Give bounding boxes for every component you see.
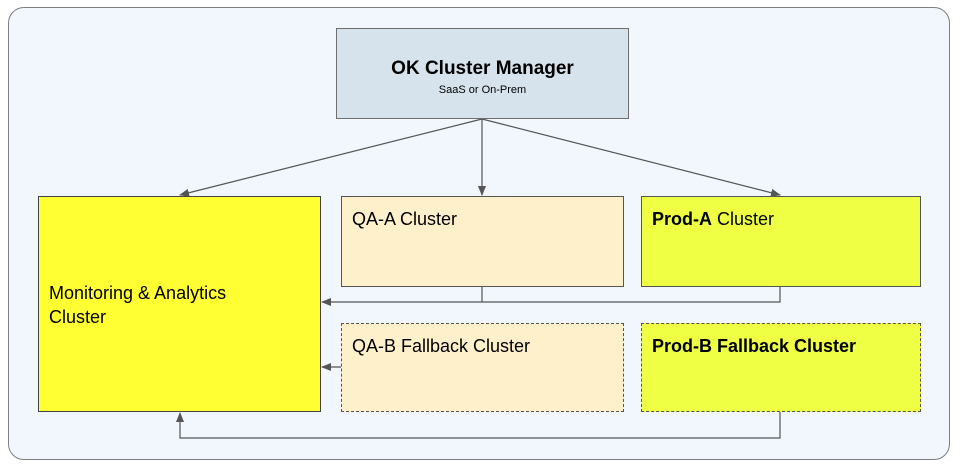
- edge-prod-b-to-monitoring: [176, 412, 781, 439]
- qa-b-fallback-cluster-label: QA-B Fallback Cluster: [352, 336, 531, 356]
- edge-qa-a-prod-a-to-monitoring: [321, 287, 781, 306]
- prod-a-cluster-box: Prod-A Cluster: [641, 196, 921, 287]
- cluster-manager-subtitle: SaaS or On-Prem: [438, 84, 527, 96]
- prod-a-label-rest: Cluster: [712, 209, 775, 229]
- cluster-manager-box: OK Cluster Manager SaaS or On-Prem: [336, 28, 629, 119]
- prod-b-fallback-cluster-label: Prod-B Fallback Cluster: [652, 336, 857, 356]
- prod-b-fallback-cluster-box: Prod-B Fallback Cluster: [641, 323, 921, 412]
- qa-a-cluster-label: QA-A Cluster: [352, 209, 458, 229]
- edge-manager-to-monitoring: [179, 118, 483, 197]
- monitoring-cluster-label: Monitoring & Analytics Cluster: [49, 281, 226, 329]
- cluster-manager-title: OK Cluster Manager: [391, 58, 574, 79]
- prod-a-label-bold: Prod-A: [652, 209, 712, 229]
- qa-a-cluster-box: QA-A Cluster: [341, 196, 624, 287]
- monitoring-label-line2: Cluster: [49, 307, 107, 327]
- monitoring-cluster-box: Monitoring & Analytics Cluster: [38, 196, 321, 412]
- monitoring-label-line1: Monitoring & Analytics: [49, 283, 227, 303]
- edge-manager-to-prod-a: [481, 118, 781, 197]
- prod-a-cluster-label: Prod-A Cluster: [652, 209, 774, 230]
- qa-b-fallback-cluster-box: QA-B Fallback Cluster: [341, 323, 624, 412]
